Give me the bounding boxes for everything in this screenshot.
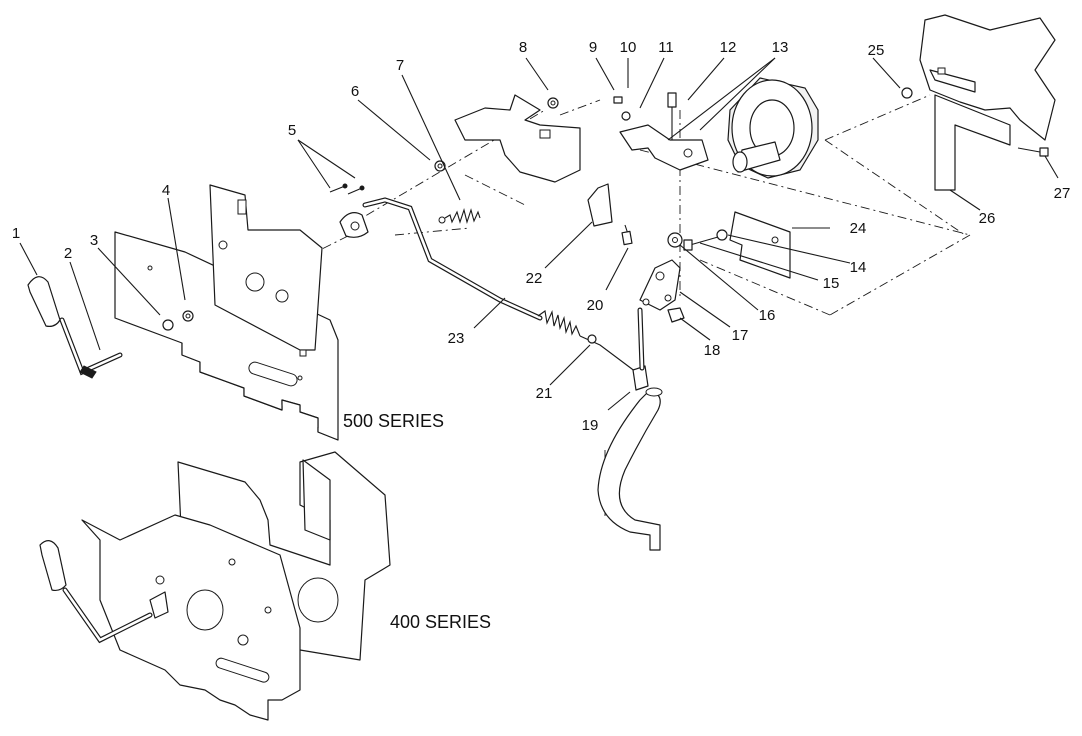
lever-handle-500	[27, 276, 123, 379]
callout-20: 20	[587, 297, 604, 314]
callout-12: 12	[720, 39, 737, 56]
washer-3	[162, 319, 174, 331]
callout-1: 1	[12, 225, 20, 242]
panel-500-series	[114, 184, 339, 441]
callout-22: 22	[526, 270, 543, 287]
callout-17: 17	[732, 327, 749, 344]
callout-6: 6	[351, 83, 359, 100]
series-label-500: 500 SERIES	[343, 411, 444, 431]
upper-small-parts	[613, 92, 709, 171]
callout-10: 10	[620, 39, 637, 56]
callout-9: 9	[589, 39, 597, 56]
bracket-24	[683, 211, 791, 279]
deck-shield	[901, 14, 1056, 191]
engine-pulley	[727, 77, 819, 179]
callout-13: 13	[772, 39, 789, 56]
callout-15: 15	[823, 275, 840, 292]
spring	[438, 208, 481, 224]
callout-27: 27	[1054, 185, 1071, 202]
callout-4: 4	[162, 182, 170, 199]
callout-24: 24	[850, 220, 867, 237]
callout-3: 3	[90, 232, 98, 249]
callout-23: 23	[448, 330, 465, 347]
callout-21: 21	[536, 385, 553, 402]
callout-11: 11	[658, 39, 674, 56]
leader-lines	[19, 57, 1059, 411]
crank-plate	[639, 259, 681, 311]
control-rod	[362, 197, 641, 376]
curved-lever	[597, 387, 663, 551]
callout-2: 2	[64, 245, 72, 262]
callout-16: 16	[759, 307, 776, 324]
series-label-400: 400 SERIES	[390, 612, 491, 632]
callout-numbers: 1 2 3 4 5 6 7 8 9 10 11 12 13 14 15 16 1…	[12, 39, 1071, 434]
callout-18: 18	[704, 342, 721, 359]
panel-400-series	[39, 451, 391, 721]
callout-25: 25	[868, 42, 885, 59]
nut-18	[667, 307, 685, 323]
upper-bracket	[454, 94, 581, 183]
callout-14: 14	[850, 259, 867, 276]
callout-19: 19	[582, 417, 599, 434]
callout-26: 26	[979, 210, 996, 227]
shaft-pin	[632, 307, 649, 391]
callout-8: 8	[519, 39, 527, 56]
callout-5: 5	[288, 122, 296, 139]
bracket-22	[587, 183, 633, 246]
callout-7: 7	[396, 57, 404, 74]
